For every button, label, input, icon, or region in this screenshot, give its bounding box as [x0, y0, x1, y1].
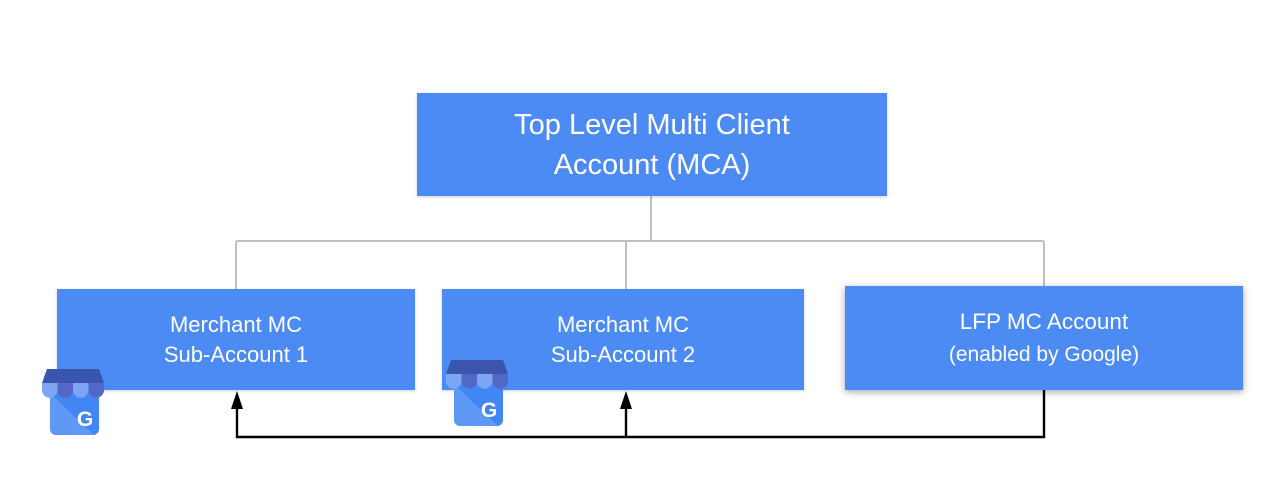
node-lfp-mc-account: LFP MC Account (enabled by Google) [845, 286, 1243, 390]
arrow-line-lfp-to-merchant1 [235, 389, 1046, 439]
feed-arrow-lines [235, 389, 1046, 439]
node-label-line2: Account (MCA) [553, 148, 751, 181]
node-label-line2: Sub-Account 1 [163, 341, 309, 367]
google-business-profile-icon-merchant1 [38, 369, 108, 437]
node-label-line1: LFP MC Account [959, 309, 1129, 334]
node-top-level-mca: Top Level Multi Client Account (MCA) [417, 93, 887, 196]
node-merchant-sub-account-2: Merchant MC Sub-Account 2 [442, 289, 804, 390]
arrowheads [231, 391, 632, 409]
node-label-line1: Merchant MC [169, 311, 303, 337]
node-merchant-sub-account-1: Merchant MC Sub-Account 1 [57, 289, 415, 390]
node-label-line1: Merchant MC [556, 311, 690, 337]
arrowhead-merchant2 [620, 391, 632, 409]
node-label-line2: (enabled by Google) [948, 343, 1140, 366]
node-label-line2: Sub-Account 2 [550, 341, 696, 367]
arrowhead-merchant1 [231, 391, 243, 409]
tree-connector-lines [235, 196, 1045, 290]
node-label-line1: Top Level Multi Client [514, 108, 790, 141]
google-business-profile-icon-merchant2 [442, 360, 512, 428]
